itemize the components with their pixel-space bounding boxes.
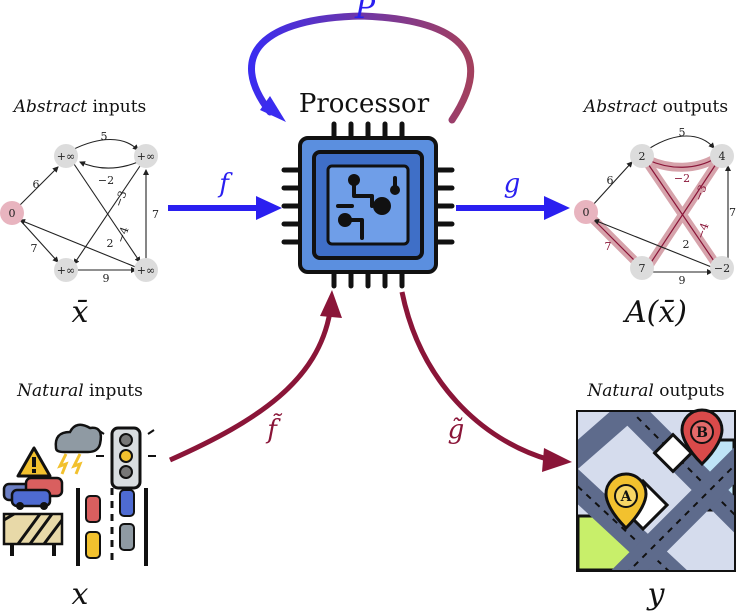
svg-text:B: B	[696, 425, 708, 441]
natural-output-symbol: y	[646, 577, 666, 611]
traffic-light-icon	[96, 426, 156, 500]
svg-text:−2: −2	[674, 172, 690, 185]
svg-text:−2: −2	[714, 262, 730, 275]
svg-text:−4: −4	[694, 221, 712, 241]
map-icon: A B	[576, 408, 736, 572]
natural-encoder-label: f̃	[265, 413, 283, 445]
decoder-label: g	[504, 169, 521, 199]
svg-text:2: 2	[107, 237, 114, 250]
map-pin-b-icon: B	[680, 408, 724, 467]
svg-text:−3: −3	[692, 183, 710, 203]
road-barrier-icon	[2, 512, 64, 556]
abstract-inputs-title: Abstract inputs	[12, 97, 147, 117]
map-pin-a-icon: A	[604, 472, 648, 531]
natural-input-symbol: x	[72, 577, 89, 611]
svg-text:5: 5	[101, 130, 108, 143]
processor-chip-icon	[281, 121, 455, 289]
svg-text:+∞: +∞	[137, 264, 155, 277]
svg-text:9: 9	[103, 272, 110, 285]
natural-decoder-label: g̃	[448, 415, 465, 445]
svg-text:6: 6	[607, 174, 614, 187]
abstract-output-graph: 5 6 −2 −3 7 −4 2 7 9 0 2 4 7 −2	[574, 126, 736, 287]
svg-text:2: 2	[639, 150, 646, 163]
abstract-input-symbol: x̄	[72, 295, 89, 330]
svg-text:7: 7	[639, 262, 646, 275]
natural-decoder-arrow	[399, 291, 572, 472]
svg-text:−3: −3	[112, 189, 130, 209]
road-lanes-icon	[76, 488, 148, 566]
svg-text:+∞: +∞	[57, 150, 75, 163]
encoder-label: f	[217, 169, 233, 199]
natural-inputs-title: Natural inputs	[16, 381, 143, 401]
svg-text:4: 4	[719, 150, 726, 163]
storm-cloud-icon	[54, 423, 103, 475]
processor-loop-label: P	[354, 0, 376, 26]
svg-text:−4: −4	[114, 225, 132, 245]
svg-text:0: 0	[583, 206, 590, 219]
svg-text:A: A	[620, 489, 633, 505]
abstract-outputs-title: Abstract outputs	[582, 97, 728, 117]
svg-text:7: 7	[152, 208, 159, 221]
traffic-jam-cars-icon	[2, 476, 64, 510]
natural-outputs-title: Natural outputs	[586, 381, 724, 401]
warning-sign-icon	[16, 446, 52, 478]
svg-text:+∞: +∞	[137, 150, 155, 163]
natural-encoder-arrow	[168, 290, 342, 463]
svg-text:7: 7	[729, 206, 736, 219]
svg-text:+∞: +∞	[57, 264, 75, 277]
processor-loop-arrow	[248, 12, 475, 124]
natural-inputs-illustration	[2, 423, 156, 566]
processor-title: Processor	[299, 89, 430, 119]
encoder-arrow	[168, 196, 282, 220]
svg-text:7: 7	[31, 242, 38, 255]
abstract-input-graph: 5 6 −2 −3 7 −4 2 7 9 0 +∞ +∞ +∞ +∞	[0, 130, 159, 285]
svg-text:5: 5	[679, 126, 686, 139]
svg-text:0: 0	[9, 207, 16, 220]
svg-text:−2: −2	[98, 174, 114, 187]
svg-text:6: 6	[33, 178, 40, 191]
svg-text:7: 7	[605, 240, 612, 253]
svg-text:2: 2	[683, 238, 690, 251]
abstract-output-symbol: A(x̄)	[622, 295, 687, 330]
svg-text:9: 9	[679, 274, 686, 287]
decoder-arrow	[456, 196, 570, 220]
